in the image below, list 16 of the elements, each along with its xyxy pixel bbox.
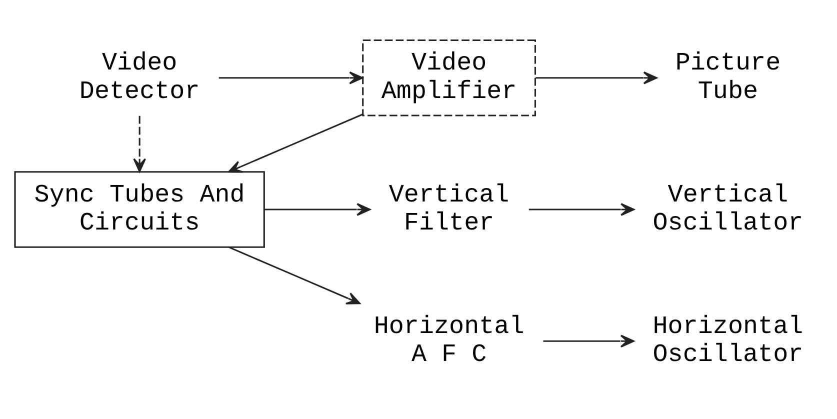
node-text: Horizontal Oscillator <box>652 312 804 370</box>
node-text: Vertical Filter <box>388 180 510 238</box>
arrow <box>543 334 634 348</box>
arrow <box>218 71 364 84</box>
node-box: Video Amplifier <box>362 39 536 116</box>
node-text: Horizontal A F C <box>374 312 524 370</box>
arrow <box>264 203 371 216</box>
node-text: Picture Tube <box>675 48 781 106</box>
arrow <box>528 203 635 216</box>
arrow <box>228 246 360 304</box>
arrow <box>228 114 364 173</box>
node-text: Video Detector <box>79 48 200 106</box>
arrow <box>536 71 658 84</box>
arrow <box>133 116 146 172</box>
node-text: Vertical Oscillator <box>652 180 804 238</box>
node-box: Sync Tubes And Circuits <box>14 171 265 248</box>
